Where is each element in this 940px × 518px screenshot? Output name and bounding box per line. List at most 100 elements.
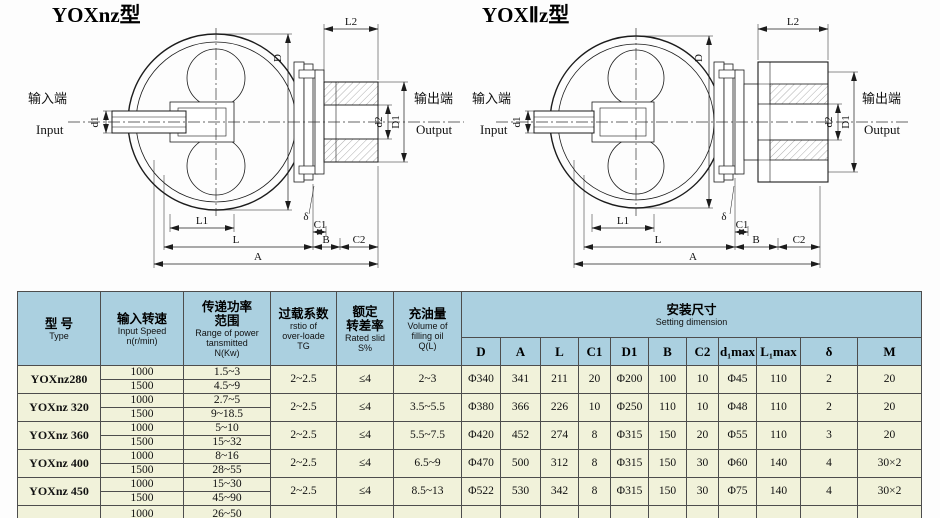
cell-slip: ≤4 <box>336 393 394 422</box>
cell-dim: Φ315 <box>610 449 649 478</box>
dimension-labels: d1 D L2 d2 D1 L1 L A δ C1 B C2 <box>511 16 852 263</box>
cell <box>856 505 923 518</box>
dim-label-L1: L1 <box>196 215 208 227</box>
cell-oil: 6.5~9 <box>393 449 462 478</box>
dim-label-delta: δ <box>303 211 308 223</box>
input-label-cn: 输入端 <box>472 91 511 106</box>
port-labels: 输入端 Input 输出端 Output <box>28 91 453 137</box>
cell-dim: Φ200 <box>610 365 649 394</box>
cell-dim: 226 <box>540 393 579 422</box>
header-text: over-loade <box>282 330 325 341</box>
cell-slip: ≤4 <box>336 477 394 506</box>
cell-speed: 1500 <box>100 435 184 450</box>
cell-dim: Φ470 <box>461 449 501 478</box>
cell-dim: 452 <box>500 421 541 450</box>
dim-label-D: D <box>272 54 284 62</box>
cell-power: 28~55 <box>183 463 271 478</box>
cell-speed: 1000 <box>100 477 184 492</box>
cell-oil: 8.5~13 <box>393 477 462 506</box>
cell-speed: 1000 <box>100 393 184 408</box>
cell-slip: ≤4 <box>336 449 394 478</box>
cell-dim: 30×2 <box>856 449 923 478</box>
cell-dim: 341 <box>500 365 541 394</box>
cell <box>393 505 462 518</box>
col-header-oil-volume: 充油量 Volume of filling oil Q(L) <box>393 291 462 366</box>
coupling-drawing-yoxnz: YOXnz型 <box>28 3 464 268</box>
col-header-C1: C1 <box>578 337 611 366</box>
cell-dim: Φ45 <box>718 365 757 394</box>
cell-dim: 30 <box>686 477 719 506</box>
table-row: YOXnz280 1000 1.5~3 2~2.5 ≤4 2~3 Φ340 34… <box>17 365 923 394</box>
header-text: tansmitted <box>206 337 248 348</box>
cell-model: YOXnz280 <box>17 365 101 394</box>
dim-label-d2: d2 <box>823 117 835 128</box>
port-labels: 输入端 Input 输出端 Output <box>472 91 901 137</box>
header-text: 范围 <box>214 313 240 328</box>
header-text: 额定 <box>352 304 378 319</box>
dim-label-d2: d2 <box>373 117 385 128</box>
table-row: YOXnz 320 1000 2.7~5 2~2.5 ≤4 3.5~5.5 Φ3… <box>17 393 923 422</box>
header-text: S% <box>357 342 372 353</box>
cell-dim: Φ250 <box>610 393 649 422</box>
cell-dim: 500 <box>500 449 541 478</box>
cell-model <box>17 505 101 518</box>
dim-label-B: B <box>752 234 759 246</box>
cell <box>756 505 801 518</box>
cell-power: 15~30 <box>183 477 271 492</box>
cell-speed: 1500 <box>100 407 184 422</box>
cell-overload: 2~2.5 <box>270 477 337 506</box>
cell-dim: 342 <box>540 477 579 506</box>
cell-dim: 20 <box>856 393 923 422</box>
cell-speed: 1500 <box>100 491 184 506</box>
col-header-power-range: 传递功率 范围 Range of power tansmitted N(Kw) <box>183 291 271 366</box>
cell-power: 2.7~5 <box>183 393 271 408</box>
diagram-title-yox2z: YOXⅡz型 <box>482 3 569 27</box>
cell-overload: 2~2.5 <box>270 393 337 422</box>
header-text: Q(L) <box>418 340 437 351</box>
header-text: Setting dimension <box>655 316 728 327</box>
cell <box>578 505 611 518</box>
cell-power: 26~50 <box>183 505 271 518</box>
header-text: Input Speed <box>117 325 167 336</box>
cell-speed: 1500 <box>100 463 184 478</box>
dim-label-D1: D1 <box>840 115 852 128</box>
col-header-D1: D1 <box>610 337 649 366</box>
dim-label-C2: C2 <box>353 234 366 246</box>
cell-dim: 8 <box>578 449 611 478</box>
dim-label-L: L <box>233 234 240 246</box>
cell-dim: 312 <box>540 449 579 478</box>
cell-dim: Φ340 <box>461 365 501 394</box>
col-header-M: M <box>856 337 923 366</box>
table-row: YOXnz 360 1000 5~10 2~2.5 ≤4 5.5~7.5 Φ42… <box>17 421 923 450</box>
header-text: 安装尺寸 <box>666 302 717 317</box>
dim-label-L1: L1 <box>617 215 629 227</box>
dim-label-L: L <box>655 234 662 246</box>
cell-power: 1.5~3 <box>183 365 271 380</box>
coupling-drawing-yox2z: YOXⅡz型 <box>472 3 910 268</box>
cell-dim: 150 <box>648 449 687 478</box>
cell-oil: 2~3 <box>393 365 462 394</box>
dim-label-A: A <box>689 251 697 263</box>
cell-dim: Φ420 <box>461 421 501 450</box>
cell-dim: Φ380 <box>461 393 501 422</box>
cell-dim: 110 <box>756 421 801 450</box>
dim-label-delta: δ <box>721 211 726 223</box>
table-row: YOXnz 450 1000 15~30 2~2.5 ≤4 8.5~13 Φ52… <box>17 477 923 506</box>
table-header-row-2: D A L C1 D1 B C2 d₁max L₁max δ M <box>18 337 923 366</box>
cell <box>270 505 337 518</box>
input-label-cn: 输入端 <box>28 91 67 106</box>
cell-oil: 5.5~7.5 <box>393 421 462 450</box>
cell-speed: 1000 <box>100 449 184 464</box>
cell-slip: ≤4 <box>336 365 394 394</box>
cell-dim: Φ75 <box>718 477 757 506</box>
spec-table: 型 号 Type 输入转速 Input Speed n(r/min) 传递功率 … <box>17 291 923 518</box>
center-lines <box>496 28 910 216</box>
cell-model: YOXnz 360 <box>17 421 101 450</box>
cell-model: YOXnz 450 <box>17 477 101 506</box>
col-header-L1max: L₁max <box>756 337 801 366</box>
table-row: 1500 4.5~9 <box>18 379 922 394</box>
header-text: 传递功率 <box>201 299 252 314</box>
cell <box>540 505 579 518</box>
cell-power: 45~90 <box>183 491 271 506</box>
dimension-labels: d1 D L2 d2 D1 L1 L A δ C1 B C2 <box>89 16 402 263</box>
